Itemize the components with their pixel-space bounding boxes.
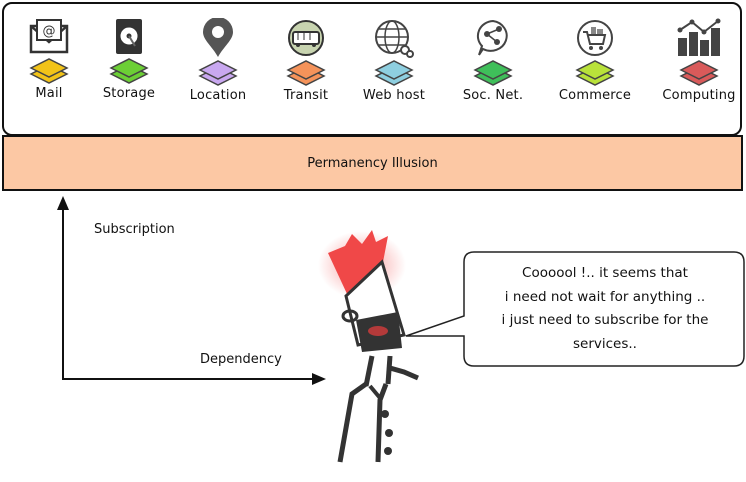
mouth [368, 326, 388, 336]
service-label: Soc. Net. [462, 88, 524, 103]
service-commerce: Commerce [550, 18, 640, 103]
service-transit: Transit [261, 18, 351, 103]
service-computing: Computing [654, 18, 744, 103]
layer-stack-icon [198, 60, 238, 86]
mail-icon: @ [29, 19, 69, 54]
service-label: Web host [362, 88, 426, 103]
shopping-cart-icon [577, 20, 613, 56]
layer-stack-icon [575, 60, 615, 86]
subscription-arrow [57, 196, 69, 380]
service-label: Location [189, 88, 247, 103]
bar-chart-icon [677, 18, 721, 56]
social-network-icon [476, 19, 508, 56]
speech-bubble [405, 251, 745, 367]
stick-figure-character [318, 230, 419, 463]
services-panel: @ Mail Storage Location [2, 2, 742, 136]
speech-line: i just need to subscribe for the [501, 312, 709, 328]
layer-stack-icon [29, 58, 69, 84]
layer-stack-icon [286, 60, 326, 86]
hard-disk-icon [116, 19, 142, 54]
service-label: Computing [662, 88, 736, 103]
dependency-label: Dependency [200, 352, 282, 367]
service-label: Transit [283, 88, 329, 103]
service-label: Mail [35, 86, 63, 101]
map-pin-icon [203, 18, 233, 57]
service-web-host: Web host [349, 18, 439, 103]
service-social-network: Soc. Net. [448, 18, 538, 103]
svg-text:@: @ [43, 24, 56, 39]
globe-icon [375, 20, 414, 58]
layer-stack-icon [473, 60, 513, 86]
service-location: Location [173, 18, 263, 103]
subscription-label: Subscription [94, 222, 175, 237]
dependency-arrow [63, 373, 326, 385]
speech-line: services.. [573, 335, 637, 352]
service-label: Storage [102, 86, 156, 101]
service-storage: Storage [84, 18, 174, 101]
layer-stack-icon [374, 60, 414, 86]
spiky-hair [328, 230, 388, 296]
service-mail: @ Mail [4, 18, 94, 101]
speech-line: i need not wait for anything .. [504, 288, 706, 305]
bus-icon [288, 20, 324, 56]
service-label: Commerce [558, 88, 632, 103]
speech-bubble-text: Coooool !.. it seems that i need not wai… [466, 262, 744, 356]
layer-stack-icon [679, 60, 719, 86]
permanency-illusion-bar: Permanency Illusion [2, 135, 743, 191]
layer-stack-icon [109, 58, 149, 84]
speech-line: Coooool !.. it seems that [522, 265, 688, 281]
